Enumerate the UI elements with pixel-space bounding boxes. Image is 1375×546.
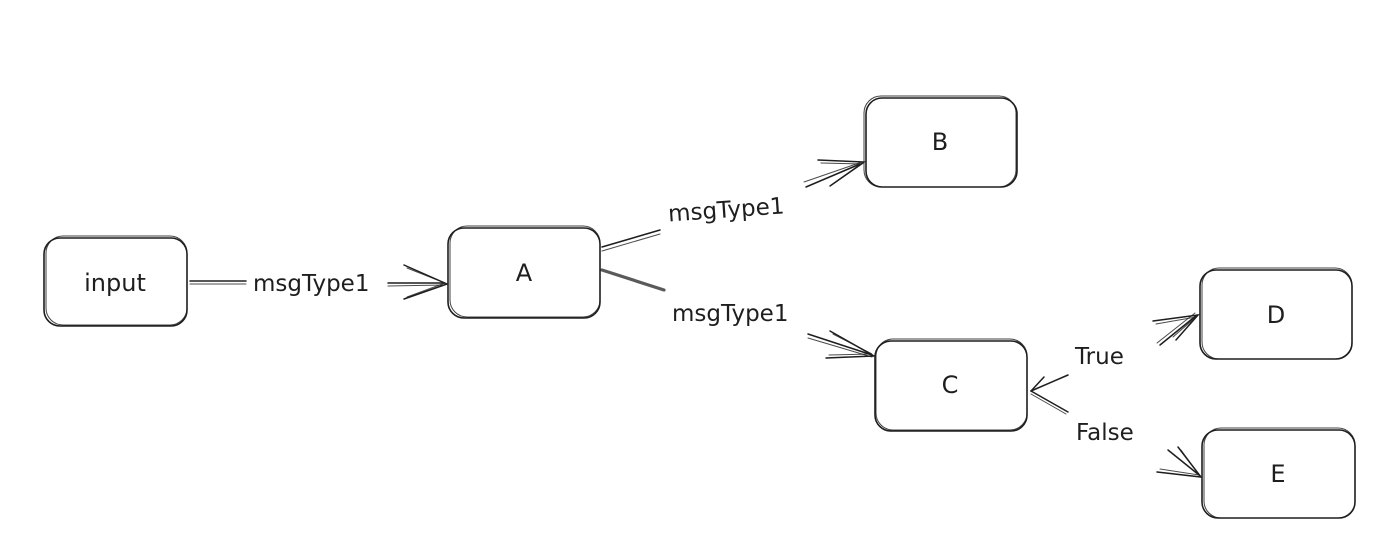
arrowhead-sketch	[828, 333, 873, 356]
node-input[interactable]: input	[43, 235, 188, 327]
edge-line-sketch	[387, 284, 445, 287]
edge-label-input-to-a: msgType1	[253, 271, 369, 297]
edge-line	[807, 333, 873, 356]
arrowhead	[403, 264, 450, 300]
node-label-d: D	[1267, 301, 1285, 329]
node-c[interactable]: C	[874, 338, 1028, 432]
node-label-b: B	[932, 128, 948, 156]
edge-line-sketch	[803, 161, 863, 183]
node-a[interactable]: A	[447, 225, 601, 319]
edge-a-to-c	[600, 268, 877, 359]
arrowhead-sketch	[406, 267, 447, 298]
arrowhead	[1152, 313, 1200, 341]
edge-line	[1030, 374, 1069, 392]
node-box-sketch	[863, 95, 1017, 188]
node-box-sketch	[875, 338, 1028, 431]
edge-line	[1030, 390, 1069, 413]
tail-mark	[1030, 376, 1045, 392]
node-label-c: C	[942, 371, 959, 399]
edge-line	[1167, 449, 1200, 476]
edge-label-c-to-e: False	[1076, 420, 1134, 446]
node-box-sketch	[1201, 267, 1353, 360]
edge-line	[805, 163, 861, 188]
edge-line	[600, 268, 666, 292]
node-e[interactable]: E	[1201, 427, 1356, 519]
edge-line	[601, 229, 661, 248]
edge-a-to-b	[601, 159, 867, 252]
arrowhead	[1156, 446, 1203, 478]
arrowhead-sketch	[1155, 316, 1198, 338]
node-label-input: input	[84, 269, 146, 297]
node-b[interactable]: B	[863, 95, 1018, 188]
arrowhead	[825, 330, 877, 359]
edge-c-to-d	[1030, 312, 1200, 392]
node-box-sketch	[45, 235, 188, 326]
node-d[interactable]: D	[1199, 267, 1353, 360]
edge-input-to-a	[189, 264, 450, 300]
arrowhead-sketch	[1159, 449, 1201, 476]
arrowhead-sketch	[820, 162, 864, 185]
node-box-sketch	[449, 225, 601, 318]
edge-line-sketch	[601, 233, 661, 252]
edge-line-sketch	[1030, 393, 1067, 415]
edge-label-a-to-b: msgType1	[667, 193, 785, 227]
node-label-e: E	[1270, 460, 1285, 488]
node-label-a: A	[516, 259, 533, 287]
edge-label-a-to-c: msgType1	[672, 301, 788, 327]
node-box-sketch	[1203, 427, 1356, 519]
edge-line	[1159, 314, 1198, 346]
edge-c-to-e	[1030, 390, 1203, 478]
edge-label-c-to-d: True	[1074, 344, 1124, 370]
